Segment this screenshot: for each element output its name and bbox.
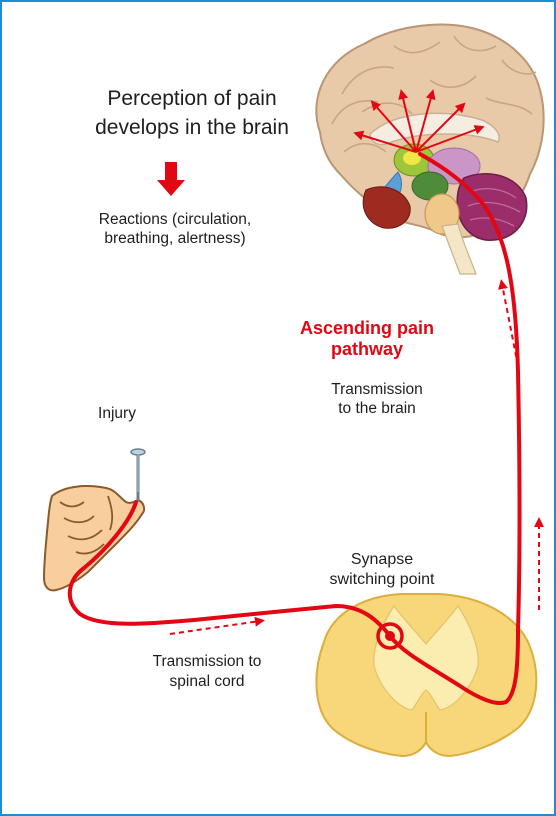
transmission-to-brain-label: Transmission to the brain <box>302 380 452 418</box>
spinal-cord-cross-section <box>316 594 536 756</box>
ascending-line-1: Ascending pain <box>282 318 452 339</box>
pin-icon <box>131 449 145 502</box>
perception-label: Perception of pain develops in the brain <box>72 84 312 142</box>
dashed-arrow-to-cord <box>170 621 260 634</box>
hand-skin <box>44 486 144 590</box>
to-brain-line-1: Transmission <box>302 380 452 399</box>
to-cord-line-1: Transmission to <box>102 652 312 672</box>
injury-label: Injury <box>77 404 157 423</box>
synapse-line-2: switching point <box>312 570 452 590</box>
ascending-line-2: pathway <box>282 339 452 360</box>
synapse-label: Synapse switching point <box>312 550 452 590</box>
reactions-line-1: Reactions (circulation, <box>50 210 300 229</box>
ascending-pathway-label: Ascending pain pathway <box>282 318 452 360</box>
to-brain-line-2: to the brain <box>302 399 452 418</box>
cerebellum <box>457 174 526 240</box>
brain-illustration <box>316 25 543 274</box>
synapse-line-1: Synapse <box>312 550 452 570</box>
reactions-label: Reactions (circulation, breathing, alert… <box>50 210 300 248</box>
reactions-line-2: breathing, alertness) <box>50 229 300 248</box>
perception-line-1: Perception of pain <box>72 84 312 113</box>
to-cord-line-2: spinal cord <box>102 672 312 692</box>
transmission-to-cord-label: Transmission to spinal cord <box>102 652 312 692</box>
perception-line-2: develops in the brain <box>72 113 312 142</box>
down-arrow-icon <box>157 162 185 196</box>
